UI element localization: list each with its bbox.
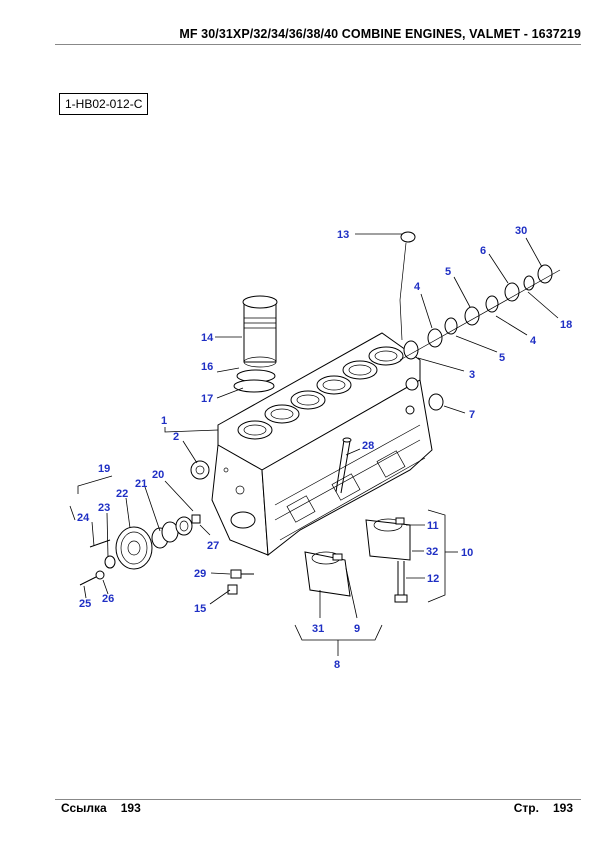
footer-reference: Ссылка 193 (61, 801, 141, 815)
footer-page-value: 193 (552, 801, 573, 815)
callout-19: 19 (98, 463, 110, 475)
cylinder-liner-drawing (242, 295, 278, 368)
plug-7-drawing (428, 393, 444, 411)
callout-25: 25 (79, 598, 91, 610)
callout-2: 2 (173, 431, 179, 443)
callout-20: 20 (152, 469, 164, 481)
callout-18: 18 (560, 319, 572, 331)
footer-page: Стр. 193 (514, 801, 573, 815)
callout-29: 29 (194, 568, 206, 580)
callout-22: 22 (116, 488, 128, 500)
callout-27: 27 (207, 540, 219, 552)
callout-5-top: 5 (445, 266, 451, 278)
callout-1: 1 (161, 415, 167, 427)
callout-12: 12 (427, 573, 439, 585)
callout-16: 16 (201, 361, 213, 373)
callout-31: 31 (312, 623, 324, 635)
rear-bearing-cap-drawing (365, 517, 411, 603)
bushing-2-drawing (190, 460, 210, 480)
footer-page-label: Стр. (513, 801, 539, 815)
callout-32: 32 (426, 546, 438, 558)
callout-15: 15 (194, 603, 206, 615)
footer-ref-value: 193 (120, 801, 141, 815)
callout-14: 14 (201, 332, 214, 344)
leader-lines (69, 233, 559, 656)
callout-9: 9 (354, 623, 360, 635)
cylinder-block-drawing (211, 332, 433, 556)
callout-13: 13 (337, 229, 349, 241)
callout-7: 7 (469, 409, 475, 421)
callout-21: 21 (135, 478, 147, 490)
callout-4-top: 4 (414, 281, 421, 293)
callout-24: 24 (77, 512, 90, 524)
gear-assembly-drawing (79, 514, 201, 586)
main-bearing-cap-drawing (304, 551, 351, 597)
callout-3: 3 (469, 369, 475, 381)
o-ring-17-drawing (233, 379, 275, 393)
callout-26: 26 (102, 593, 114, 605)
fitting-29-drawing (227, 569, 254, 595)
figure-code-box: 1-HB02-012-C (59, 93, 149, 115)
callout-23: 23 (98, 502, 110, 514)
callout-4-bottom: 4 (530, 335, 537, 347)
callout-28: 28 (362, 440, 374, 452)
callout-8: 8 (334, 659, 340, 671)
tube-28-drawing (335, 437, 352, 494)
callout-5-bottom: 5 (499, 352, 505, 364)
seal-rings-drawing (399, 264, 561, 361)
callout-11: 11 (427, 520, 439, 532)
footer-divider (55, 799, 581, 800)
plug-13-drawing (400, 231, 416, 243)
callout-30: 30 (515, 225, 527, 237)
footer-ref-label: Ссылка (61, 801, 107, 815)
header-title: MF 30/31XP/32/34/36/38/40 COMBINE ENGINE… (179, 27, 581, 41)
header-divider (55, 44, 581, 45)
callout-10: 10 (461, 547, 473, 559)
callout-17: 17 (201, 393, 213, 405)
callout-labels: 13 30 6 5 4 18 4 5 3 7 14 16 17 1 2 28 1… (77, 225, 572, 671)
callout-6: 6 (480, 245, 486, 257)
